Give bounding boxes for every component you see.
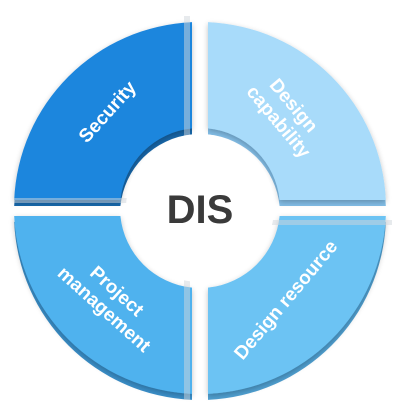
center-circle (126, 134, 274, 282)
segment-top-right (208, 22, 386, 201)
center-label: DIS (167, 188, 234, 232)
separator-shadow-right (222, 220, 392, 225)
segment-top-left (14, 22, 193, 201)
separator-shadow-top (184, 16, 190, 192)
separator-shadows (14, 16, 392, 400)
segment-bottom-right (208, 216, 386, 394)
segment-bottom-left (14, 216, 193, 394)
separator-shadow-bottom (184, 240, 190, 400)
segments (14, 22, 386, 394)
separator-shadow-left (14, 198, 182, 203)
